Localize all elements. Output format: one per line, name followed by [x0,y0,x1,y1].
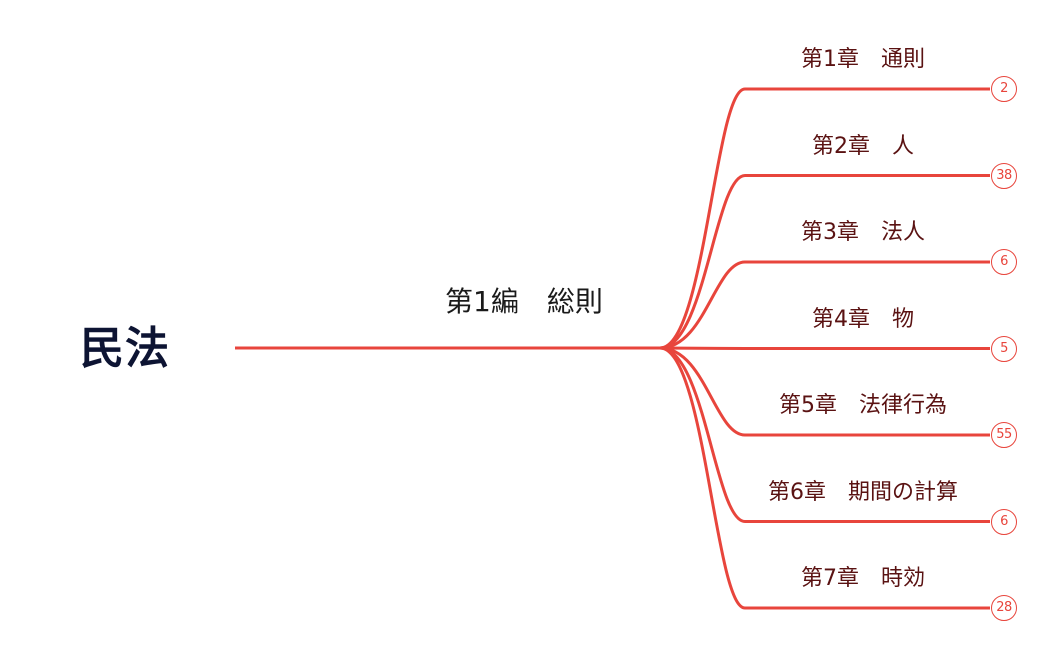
chapter-node-label[interactable]: 第3章 法人 [801,220,925,245]
chapter-count-badge[interactable]: 38 [991,162,1017,189]
chapter-branch-line [659,346,990,437]
chapter-count-badge[interactable]: 6 [991,508,1017,535]
chapter-node-label[interactable]: 第4章 物 [812,306,914,332]
part-node-label[interactable]: 第1編 総則 [445,285,603,318]
chapter-node-label[interactable]: 第2章 人 [812,133,914,159]
chapter-branch-line [659,260,990,350]
chapter-count-badge[interactable]: 5 [991,335,1017,362]
chapter-node-label[interactable]: 第1章 通則 [801,47,925,72]
chapter-count-badge[interactable]: 55 [991,422,1017,448]
chapter-branch-line [659,87,990,350]
chapter-branch-line [659,346,990,350]
chapter-node-label[interactable]: 第5章 法律行為 [779,393,947,418]
root-node-label[interactable]: 民法 [80,323,170,374]
chapter-branch-line [659,346,990,610]
chapter-node-label[interactable]: 第7章 時効 [801,566,925,591]
chapter-count-badge[interactable]: 28 [991,595,1017,621]
chapter-branch-line [659,174,990,350]
chapter-count-badge[interactable]: 6 [991,249,1017,275]
chapter-node-label[interactable]: 第6章 期間の計算 [768,479,958,505]
chapter-branch-line [659,346,990,523]
chapter-count-badge[interactable]: 2 [991,76,1017,102]
